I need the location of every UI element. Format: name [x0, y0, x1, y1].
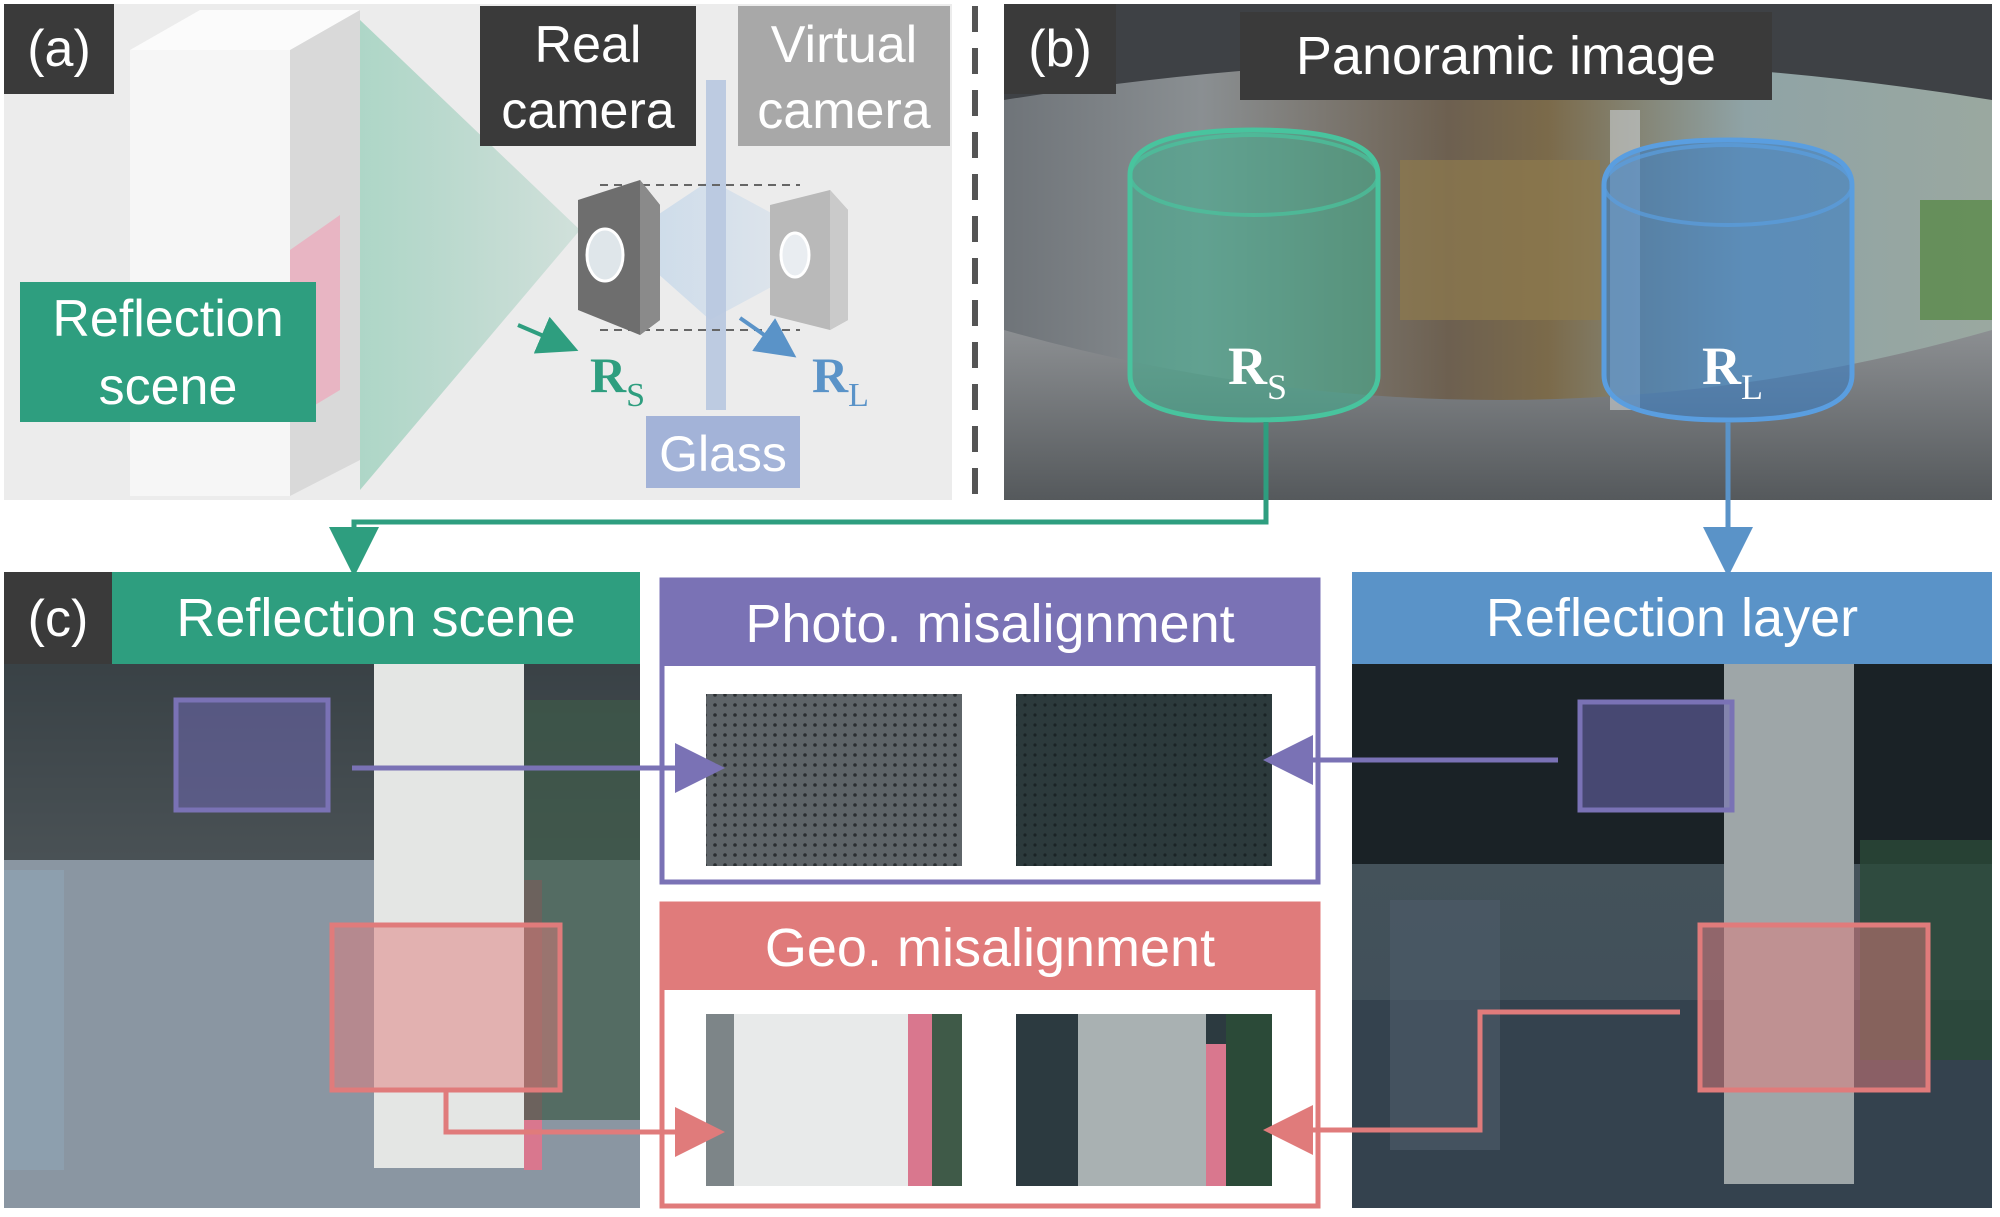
- pano-floor: [1004, 330, 1992, 500]
- panoramic-title: Panoramic image: [1296, 26, 1716, 86]
- layer-photo-roi: [1577, 699, 1735, 813]
- layer-geo-arrow: [1263, 1009, 1680, 1155]
- real-camera-label-line1: Real: [535, 16, 642, 74]
- reflection-scene-label-line2: scene: [99, 358, 238, 416]
- rs-cylinder: [1127, 127, 1381, 423]
- pano-trees: [1920, 200, 1992, 320]
- reflection-layer-header: Reflection layer: [1486, 588, 1858, 648]
- glass-label: Glass: [659, 426, 787, 482]
- reflection-scene-image: [4, 572, 640, 1208]
- panel-c-tag: (c): [28, 590, 89, 648]
- photo-crop-layer: [1016, 694, 1272, 866]
- panel-a-tag-bg: [4, 4, 114, 94]
- reflection-scene-header-bg: [112, 572, 640, 664]
- panel-b-tag: (b): [1028, 20, 1092, 78]
- wall-block: [130, 10, 360, 496]
- panel-b-tag-bg: [1004, 4, 1116, 94]
- real-camera-label-bg: [480, 6, 696, 146]
- rs-arrow: [517, 316, 579, 354]
- geo-misalignment-title: Geo. misalignment: [765, 918, 1215, 978]
- glass-label-bg: [646, 416, 800, 488]
- rl-cylinder: [1601, 137, 1855, 423]
- layer-geo-roi: [1697, 922, 1931, 1093]
- panel-a: (a) Real camera Virtual camera Reflectio…: [4, 4, 952, 500]
- real-camera-label-line2: camera: [501, 82, 674, 140]
- virtual-camera-label-bg: [738, 6, 950, 146]
- panel-b-rl-symbol: RL: [1702, 336, 1763, 407]
- geo-misalignment-box: Geo. misalignment: [659, 901, 1321, 1209]
- photo-misalignment-box: Photo. misalignment: [659, 577, 1321, 885]
- virtual-frustum: [620, 180, 840, 320]
- geo-crop-layer: [1016, 1014, 1272, 1186]
- geo-crop-scene: [706, 1014, 962, 1186]
- camera-frustum: [360, 20, 580, 490]
- real-camera-icon: [578, 180, 660, 335]
- scene-geo-arrow: [443, 1092, 725, 1157]
- photo-crop-scene: [706, 694, 962, 866]
- reflection-layer-image: [1352, 572, 1992, 1208]
- panoramic-title-bg: [1240, 12, 1772, 100]
- reflection-layer-header-bg: [1352, 572, 1992, 664]
- virtual-camera-label-line2: camera: [757, 82, 930, 140]
- photo-misalignment-title: Photo. misalignment: [745, 594, 1234, 654]
- scene-geo-roi: [329, 922, 563, 1093]
- panel-c-tag-bg: [4, 572, 112, 664]
- panel-c: (c) Reflection scene Reflection layer Ph…: [4, 572, 1992, 1209]
- rl-arrow: [738, 316, 797, 358]
- panel-b-rs-symbol: RS: [1228, 336, 1287, 407]
- reflection-scene-label-bg: [20, 282, 316, 422]
- virtual-camera-icon: [770, 190, 848, 330]
- reflection-scene-header: Reflection scene: [176, 588, 575, 648]
- reflection-scene-label-line1: Reflection: [52, 290, 283, 348]
- panel-a-rl-symbol: RL: [812, 347, 869, 414]
- pano-lobby: [1400, 160, 1600, 320]
- scene-photo-roi: [173, 697, 331, 813]
- panel-a-rs-symbol: RS: [590, 347, 645, 414]
- panel-a-tag: (a): [27, 20, 91, 78]
- rs-to-scene-arrow: [329, 422, 1269, 577]
- panel-b: RS RL (b) Panoramic image: [1004, 4, 1992, 500]
- glass-pane: [706, 80, 726, 410]
- virtual-camera-label-line1: Virtual: [771, 16, 917, 74]
